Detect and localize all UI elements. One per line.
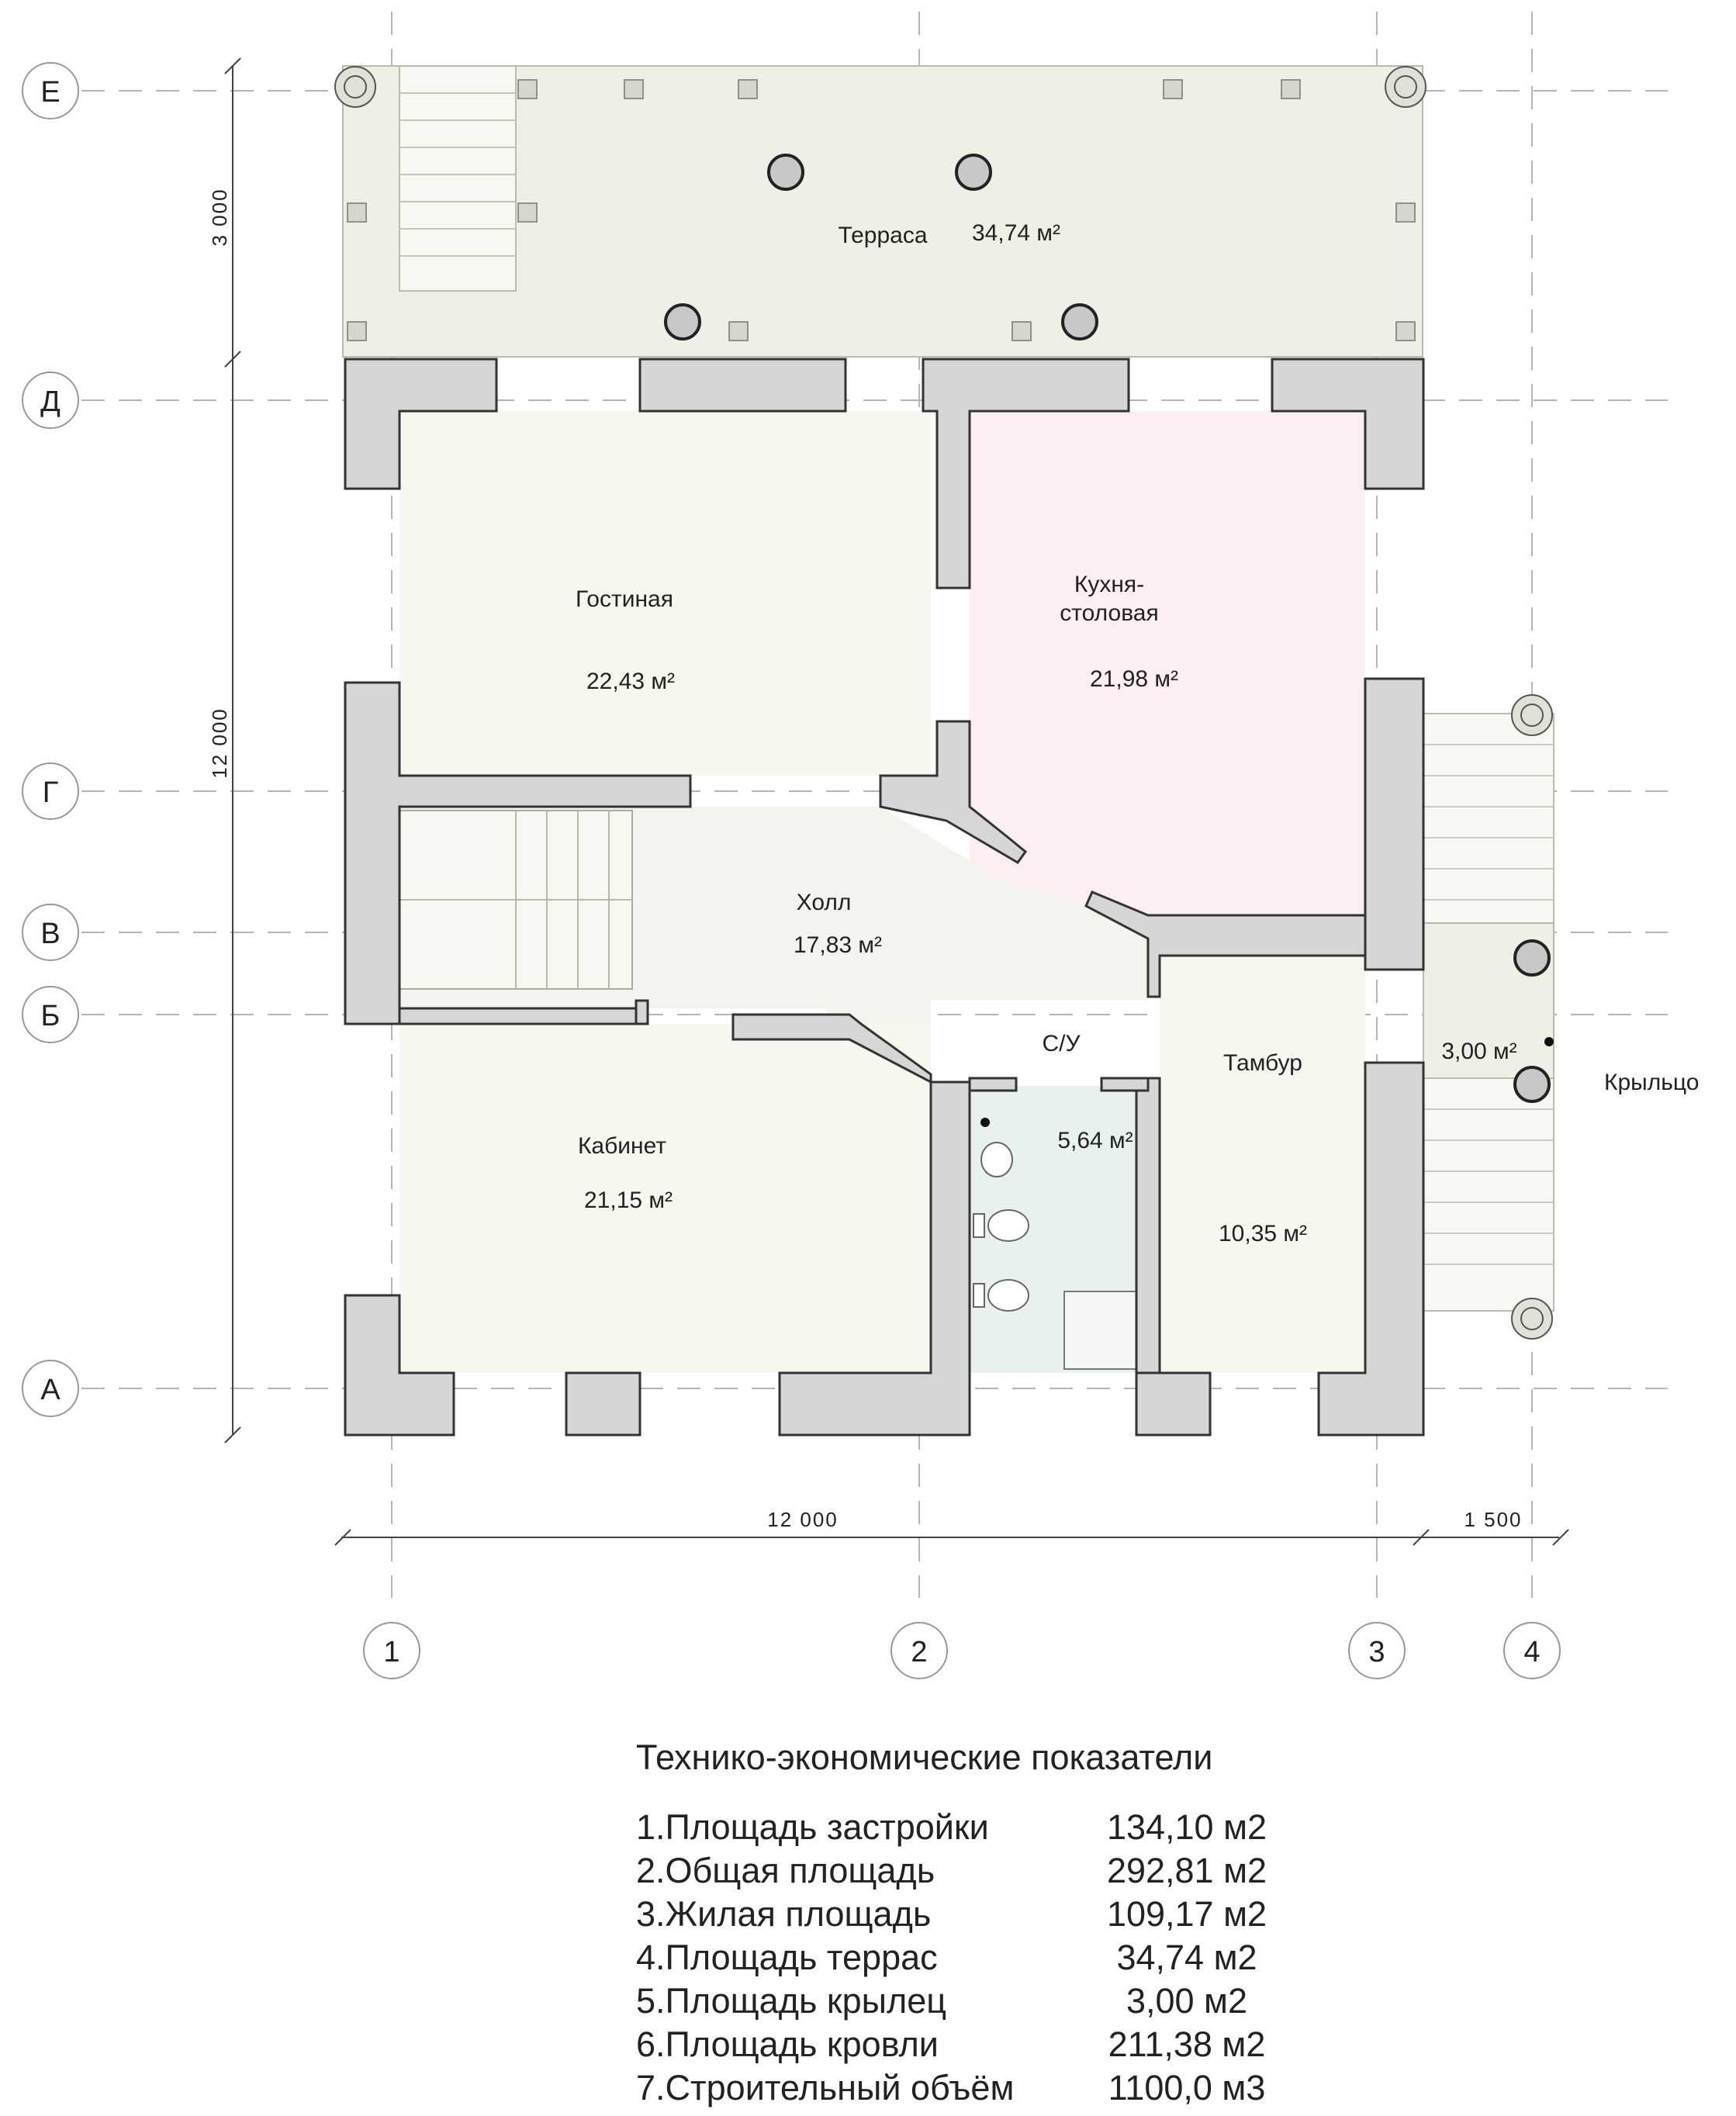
kitchen-name-line2: столовая [1060, 600, 1159, 626]
axis-col-4: 4 [1523, 1636, 1540, 1668]
terrace-floor [342, 65, 1423, 358]
study-name: Кабинет [578, 1133, 666, 1159]
indicator-label: 3.Жилая площадь [636, 1894, 932, 1934]
hall-name: Холл [797, 890, 852, 915]
indicator-label: 4.Площадь террас [636, 1938, 938, 1977]
axis-row-1: Е [40, 76, 60, 109]
axis-row-6: А [40, 1374, 61, 1406]
kitchen-area: 21,98 м² [1090, 666, 1178, 692]
terrace-round-column-icons [334, 66, 1426, 108]
vestibule-floor [1160, 954, 1365, 1373]
indicator-row: 5.Площадь крылец 3,00 м2 [636, 1979, 1412, 2023]
study-area: 21,15 м² [584, 1188, 673, 1213]
indicator-value: 292,81 м2 [1106, 1851, 1267, 1890]
indicator-value: 211,38 м2 [1108, 2024, 1266, 2064]
indicator-value: 34,74 м2 [1116, 1938, 1257, 1977]
terrace-stairs [399, 65, 517, 292]
kitchen-floor [970, 411, 1365, 915]
indicator-row: 1.Площадь застройки 134,10 м2 [636, 1806, 1412, 1849]
indicator-label: 7.Строительный объём [636, 2068, 1015, 2107]
axis-row-4: В [40, 918, 60, 950]
indicator-row: 7.Строительный объём 1100,0 м3 [636, 2066, 1412, 2110]
indicator-label: 1.Площадь застройки [636, 1807, 989, 1847]
living-room-name: Гостиная [576, 586, 673, 612]
vestibule-name: Тамбур [1223, 1050, 1302, 1076]
hall-area: 17,83 м² [794, 932, 882, 958]
axis-row-3: Г [43, 776, 59, 809]
indicators-title: Технико-экономические показатели [636, 1737, 1213, 1777]
bathroom-area: 5,64 м² [1057, 1128, 1133, 1153]
indicator-value: 3,00 м2 [1126, 1981, 1248, 2021]
indicator-value: 134,10 м2 [1106, 1807, 1267, 1847]
axis-col-2: 2 [911, 1636, 927, 1668]
indicator-label: 6.Площадь кровли [636, 2024, 939, 2064]
shower-tray [1063, 1291, 1141, 1370]
vestibule-area: 10,35 м² [1219, 1221, 1307, 1246]
indicator-row: 2.Общая площадь 292,81 м2 [636, 1849, 1412, 1893]
kitchen-name-line1: Кухня- [1074, 572, 1144, 597]
living-room-floor [399, 411, 931, 776]
room-labels: Терраса 34,74 м² Гостиная 22,43 м² Кухня… [576, 220, 1699, 1246]
indicator-row: 4.Площадь террас 34,74 м2 [636, 1936, 1412, 1979]
dimension-lines [224, 57, 1569, 1546]
indicator-label: 2.Общая площадь [636, 1851, 935, 1890]
indicators-table: Технико-экономические показатели 1.Площа… [636, 1737, 1412, 2110]
floor-plan: Терраса 34,74 м² Гостиная 22,43 м² Кухня… [22, 12, 1699, 1679]
terrace-name: Терраса [838, 223, 927, 248]
toilet-icons [973, 1142, 1029, 1312]
bathroom-name: С/У [1042, 1031, 1081, 1056]
indicator-value: 1100,0 м3 [1108, 2068, 1266, 2107]
terrace-area: 34,74 м² [972, 220, 1060, 246]
axis-row-5: Б [41, 1000, 61, 1032]
axis-row-markers [22, 62, 79, 1417]
dim-left-top: 3 000 [208, 188, 231, 246]
porch-area: 3,00 м² [1441, 1039, 1516, 1064]
living-room-area: 22,43 м² [586, 669, 675, 694]
axis-col-3: 3 [1368, 1636, 1385, 1668]
axis-row-2: Д [40, 386, 61, 418]
axis-col-markers [363, 1622, 1561, 1679]
indicator-label: 5.Площадь крылец [636, 1981, 947, 2021]
dim-bottom-main: 12 000 [767, 1508, 839, 1531]
axis-col-1: 1 [383, 1636, 399, 1668]
indicator-row: 3.Жилая площадь 109,17 м2 [636, 1893, 1412, 1936]
dim-bottom-porch: 1 500 [1464, 1508, 1522, 1531]
walls [344, 358, 1425, 1437]
porch-round-column-icons [1511, 694, 1553, 1340]
terrace-column-icons [347, 79, 1416, 341]
study-floor [399, 1024, 931, 1373]
indicator-value: 109,17 м2 [1106, 1894, 1267, 1934]
porch-name: Крыльцо [1604, 1070, 1699, 1095]
indicator-row: 6.Площадь кровли 211,38 м2 [636, 2023, 1412, 2066]
planter-icons [664, 154, 1098, 341]
dim-left-main: 12 000 [208, 707, 231, 779]
